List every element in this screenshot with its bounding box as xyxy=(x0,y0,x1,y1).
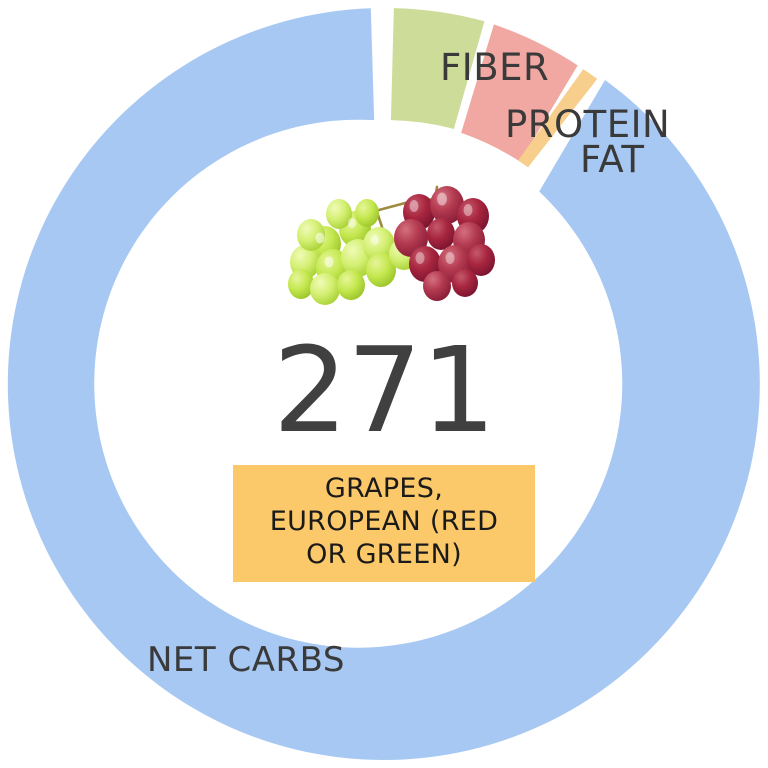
slice-label-net-carbs: NET CARBS xyxy=(147,640,345,680)
slice-label-fiber: FIBER xyxy=(440,46,549,89)
slice-label-fat: FAT xyxy=(580,138,644,181)
donut-slice-fiber-arc[interactable] xyxy=(390,8,485,129)
donut-slices-group xyxy=(7,8,760,761)
donut-slice-fat-arc[interactable] xyxy=(518,69,598,168)
donut-slice-net-carbs-arc[interactable] xyxy=(7,8,760,761)
slice-label-protein: PROTEIN xyxy=(505,103,670,146)
donut-slice-protein-arc[interactable] xyxy=(461,24,578,162)
